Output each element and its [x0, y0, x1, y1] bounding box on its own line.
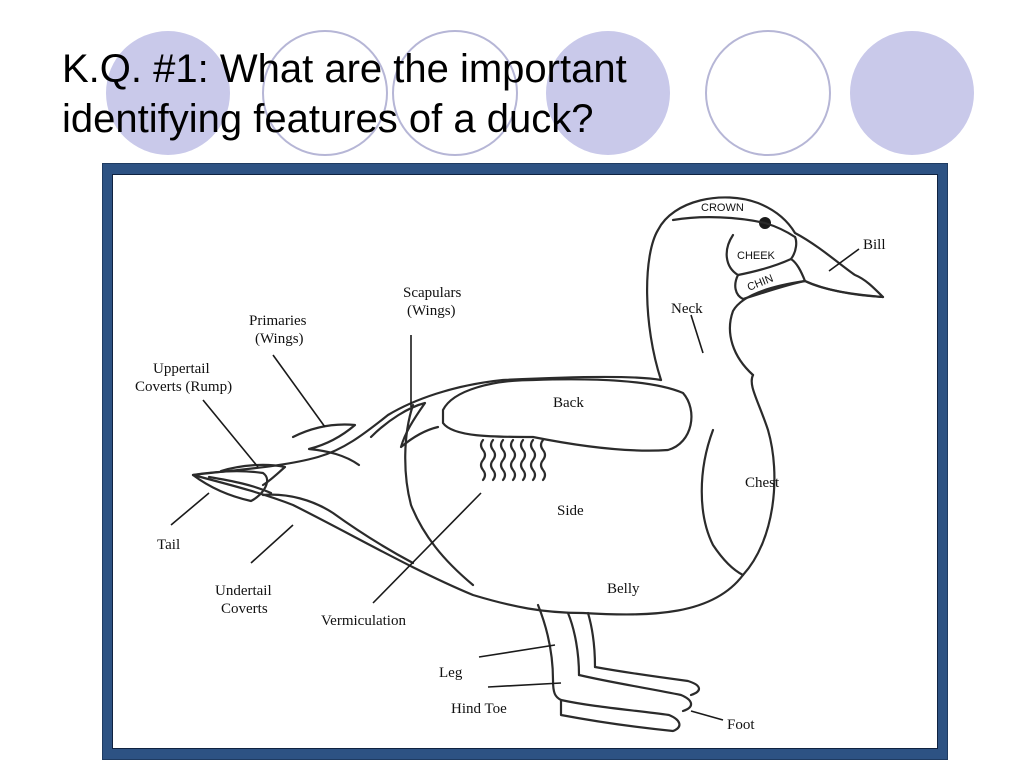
leader-tail: [170, 492, 210, 526]
crown-cheek-divider: [671, 216, 797, 239]
chest-divider: [700, 428, 745, 577]
diagram-labels: CROWN CHEEK CHIN Bill Neck Scapulars (Wi…: [135, 202, 886, 733]
label-neck: Neck: [671, 301, 703, 317]
deco-circle-filled-3: [850, 31, 974, 155]
leg-outline: [536, 603, 597, 702]
label-hind-toe: Hind Toe: [451, 701, 507, 717]
leader-foot: [690, 710, 724, 721]
foot-outline: [559, 665, 700, 733]
label-undertail-line-1: Undertail: [215, 583, 272, 599]
label-chest: Chest: [745, 475, 780, 491]
label-crown: CROWN: [701, 202, 744, 214]
label-side: Side: [557, 503, 584, 519]
duck-outline: [191, 196, 885, 733]
label-back: Back: [553, 395, 584, 411]
leader-uppertail: [202, 399, 259, 468]
scapular-feathers: [369, 401, 440, 449]
label-bill: Bill: [863, 237, 886, 253]
decorative-circles: [106, 30, 974, 156]
leader-vermiculation: [372, 492, 482, 604]
vermiculation-marks: [479, 438, 547, 482]
label-belly: Belly: [607, 581, 640, 597]
tail-feathers: [191, 463, 287, 503]
back-patch-outline: [441, 378, 693, 452]
label-vermiculation: Vermiculation: [321, 613, 406, 629]
deco-circle-outline-1: [262, 30, 388, 156]
slide-title: K.Q. #1: What are the important identify…: [62, 44, 882, 144]
duck-diagram: CROWN CHEEK CHIN Bill Neck Scapulars (Wi…: [135, 196, 886, 733]
slide-title-line-2: identifying features of a duck?: [62, 97, 594, 141]
deco-circle-outline-3: [705, 30, 831, 156]
label-primaries-line-2: (Wings): [255, 331, 304, 347]
leader-neck: [690, 314, 704, 354]
leader-hind-toe: [487, 682, 562, 688]
deco-circle-filled-1: [106, 31, 230, 155]
label-scapulars-line-1: Scapulars: [403, 285, 461, 301]
body-outline: [191, 373, 776, 616]
leader-bill: [828, 248, 860, 272]
leader-leg: [478, 644, 556, 658]
deco-circle-outline-2: [392, 30, 518, 156]
label-leg: Leg: [439, 665, 463, 681]
label-scapulars-line-2: (Wings): [407, 303, 456, 319]
leader-undertail: [250, 524, 294, 564]
slide-title-line-1: K.Q. #1: What are the important: [62, 47, 627, 91]
bill-lower-outline: [803, 279, 885, 299]
diagram-canvas: CROWN CHEEK CHIN Bill Neck Scapulars (Wi…: [112, 174, 938, 749]
primaries-feathers: [291, 423, 361, 467]
diagram-frame: CROWN CHEEK CHIN Bill Neck Scapulars (Wi…: [102, 163, 948, 760]
label-cheek: CHEEK: [737, 250, 776, 262]
undertail-coverts-outline: [261, 493, 415, 565]
chin-patch-outline: [734, 257, 807, 301]
label-tail: Tail: [157, 537, 180, 553]
label-undertail-line-2: Coverts: [221, 601, 268, 617]
label-uppertail-line-1: Uppertail: [153, 361, 210, 377]
deco-circle-filled-2: [546, 31, 670, 155]
leader-primaries: [272, 354, 326, 428]
leader-lines: [170, 248, 860, 721]
label-primaries-line-1: Primaries: [249, 313, 307, 329]
label-foot: Foot: [727, 717, 755, 733]
label-uppertail-line-2: Coverts (Rump): [135, 379, 232, 395]
cheek-patch-outline: [725, 233, 798, 277]
